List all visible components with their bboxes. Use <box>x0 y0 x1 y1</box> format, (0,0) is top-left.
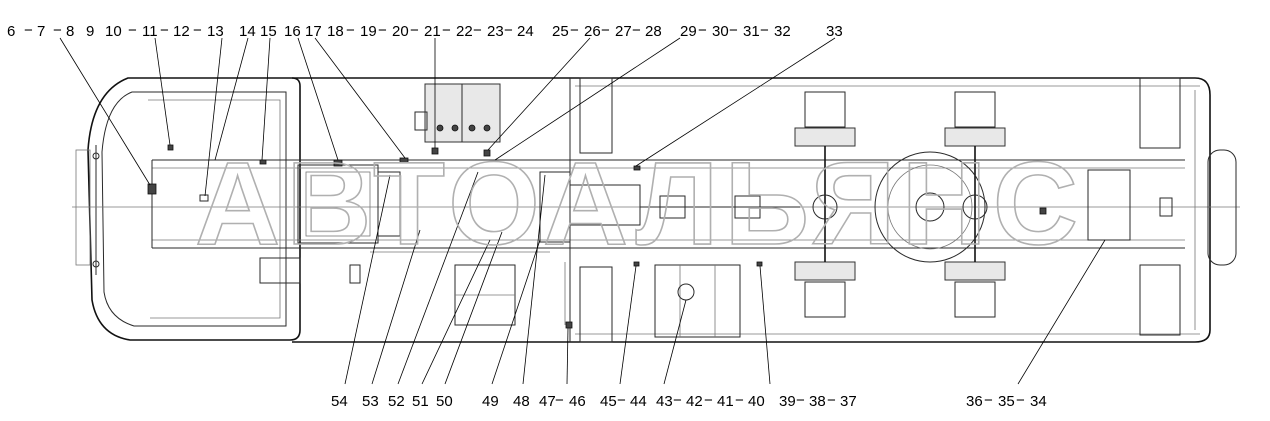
axles <box>794 91 1006 318</box>
callout-labels-bottom: 54 53 52 51 50 49 48 47 46 45 44 43 42 4… <box>331 392 1047 410</box>
svg-text:−: − <box>673 392 682 409</box>
callout-label: 22 <box>456 23 473 40</box>
callout-label: 53 <box>362 393 379 410</box>
callout-label: 44 <box>630 393 647 410</box>
callout-label: 23 <box>487 23 504 40</box>
svg-text:−: − <box>378 22 387 39</box>
svg-text:−: − <box>760 22 769 39</box>
callout-label: 13 <box>207 23 224 40</box>
callout-label: 41 <box>717 393 734 410</box>
callout-label: 14 <box>239 23 256 40</box>
svg-text:−: − <box>796 392 805 409</box>
label-separators: −− −− −− −− − <box>555 392 1025 409</box>
fuel-tanks <box>454 264 741 338</box>
callout-label: 40 <box>748 393 765 410</box>
callout-label: 10 <box>105 23 122 40</box>
callout-label: 37 <box>840 393 857 410</box>
callout-labels-top: 6 7 8 9 10 11 12 13 14 15 16 17 18 19 20… <box>7 22 843 40</box>
battery-box <box>414 83 501 143</box>
svg-text:−: − <box>984 392 993 409</box>
callout-label: 29 <box>680 23 697 40</box>
callout-label: 49 <box>482 393 499 410</box>
callout-label: 17 <box>305 23 322 40</box>
callout-label: 30 <box>712 23 729 40</box>
callout-label: 8 <box>66 23 74 40</box>
callout-label: 42 <box>686 393 703 410</box>
svg-text:−: − <box>698 22 707 39</box>
callout-label: 33 <box>826 23 843 40</box>
callout-label: 6 <box>7 23 15 40</box>
callout-label: 39 <box>779 393 796 410</box>
callout-label: 11 <box>142 23 158 40</box>
svg-text:−: − <box>128 22 137 39</box>
callout-label: 21 <box>424 23 441 40</box>
callout-label: 16 <box>284 23 301 40</box>
callout-label: 27 <box>615 23 632 40</box>
svg-text:−: − <box>410 22 419 39</box>
svg-text:−: − <box>570 22 579 39</box>
svg-text:−: − <box>53 22 62 39</box>
callout-label: 31 <box>743 23 760 40</box>
callout-label: 52 <box>388 393 405 410</box>
callout-label: 38 <box>809 393 826 410</box>
callout-label: 24 <box>517 23 534 40</box>
callout-label: 18 <box>327 23 344 40</box>
cab-outline <box>75 77 301 341</box>
svg-text:−: − <box>827 392 836 409</box>
callout-label: 9 <box>86 23 94 40</box>
callout-label: 12 <box>173 23 190 40</box>
svg-text:−: − <box>160 22 169 39</box>
callout-label: 46 <box>569 393 586 410</box>
svg-text:−: − <box>704 392 713 409</box>
svg-text:−: − <box>632 22 641 39</box>
callout-label: 34 <box>1030 393 1047 410</box>
callout-label: 15 <box>260 23 277 40</box>
callout-label: 32 <box>774 23 791 40</box>
connectors <box>147 144 1047 329</box>
callout-label: 36 <box>966 393 983 410</box>
svg-text:−: − <box>193 22 202 39</box>
callout-label: 50 <box>436 393 453 410</box>
spare-wheel <box>1087 149 1237 266</box>
svg-text:−: − <box>1016 392 1025 409</box>
svg-text:−: − <box>346 22 355 39</box>
callout-label: 20 <box>392 23 409 40</box>
body-outline <box>292 77 1211 343</box>
chassis-drawing <box>72 77 1240 343</box>
callout-label: 45 <box>600 393 617 410</box>
transmission <box>539 171 800 243</box>
callout-label: 54 <box>331 393 348 410</box>
callout-label: 48 <box>513 393 530 410</box>
callout-label: 28 <box>645 23 662 40</box>
svg-text:−: − <box>24 22 33 39</box>
svg-text:−: − <box>617 392 626 409</box>
callout-label: 35 <box>998 393 1015 410</box>
callout-label: 43 <box>656 393 673 410</box>
callout-label: 25 <box>552 23 569 40</box>
svg-text:−: − <box>735 392 744 409</box>
svg-text:−: − <box>555 392 564 409</box>
svg-text:−: − <box>442 22 451 39</box>
callout-label: 47 <box>539 393 556 410</box>
callout-label: 26 <box>584 23 601 40</box>
callout-label: 7 <box>37 23 45 40</box>
svg-text:−: − <box>729 22 738 39</box>
label-separators: −− −− −− −− −− −− −− −− − <box>24 22 769 39</box>
watermark-text: АВТОАЛЬЯНС <box>195 138 1084 270</box>
leader-lines <box>59 37 1106 385</box>
svg-text:−: − <box>601 22 610 39</box>
callout-label: 19 <box>360 23 377 40</box>
svg-text:−: − <box>473 22 482 39</box>
svg-text:−: − <box>504 22 513 39</box>
callout-label: 51 <box>412 393 429 410</box>
